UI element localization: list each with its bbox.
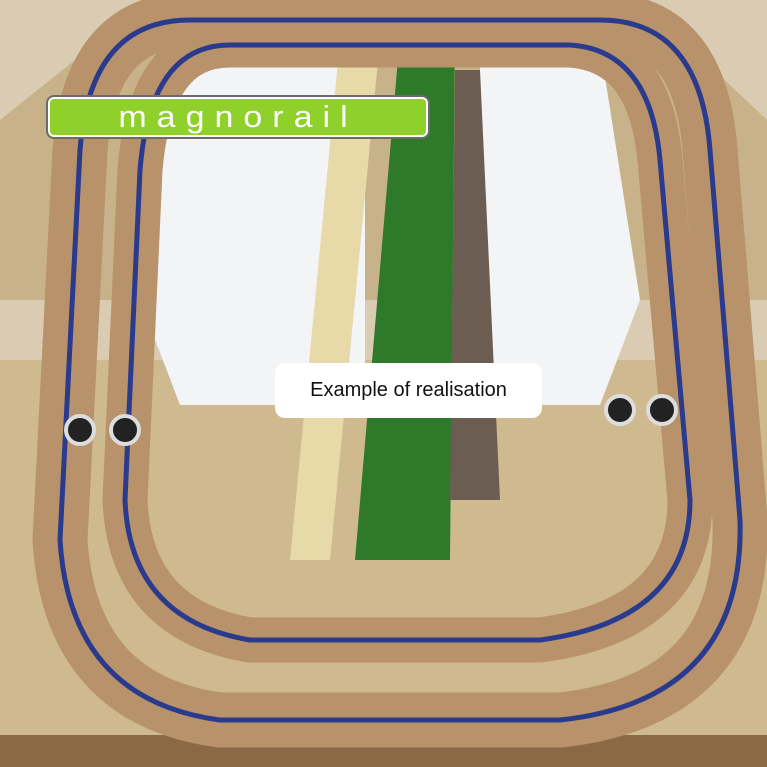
canal [355, 35, 455, 560]
magnorail-logo: magnorail [46, 95, 430, 139]
foam-block-right [480, 45, 640, 405]
caption-label: Example of realisation [275, 363, 542, 418]
wheel-left-1 [64, 414, 96, 446]
wheel-left-2 [109, 414, 141, 446]
wheel-right-1 [604, 394, 636, 426]
baseboard [0, 360, 767, 767]
logo-text: magnorail [118, 99, 358, 135]
wheel-right-2 [646, 394, 678, 426]
road [290, 40, 380, 560]
